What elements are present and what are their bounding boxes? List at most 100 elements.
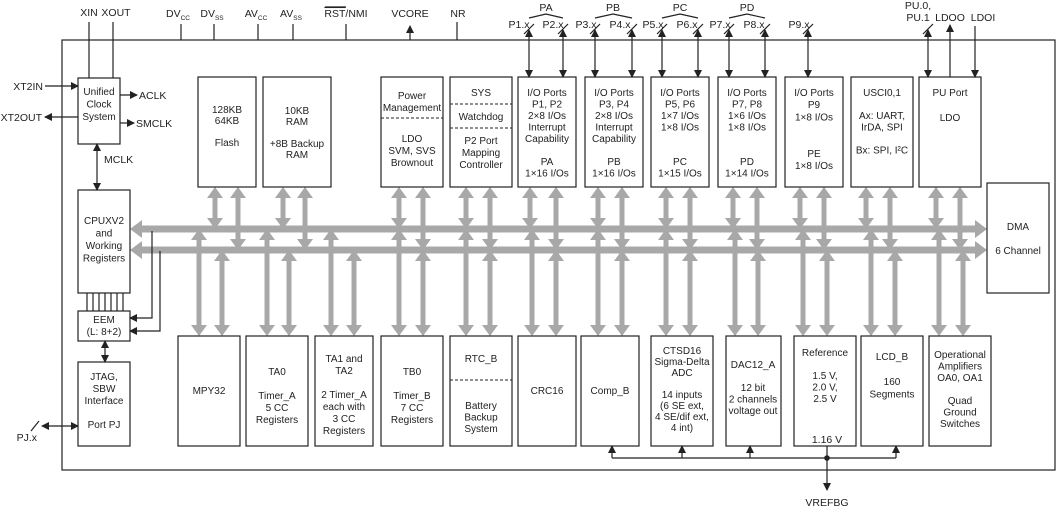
top-connector-lower-5 (614, 187, 630, 250)
pin-avss: AVSS (280, 8, 303, 22)
crc-label: CRC16 (531, 386, 564, 397)
io-pb-block (584, 76, 644, 188)
pin-p7: P7.x (709, 19, 731, 31)
usci-block (850, 76, 914, 188)
watchdog-label: Watchdog (459, 112, 504, 123)
bottom-connector-lower-9 (819, 250, 835, 336)
bottom-connector-lower-8 (750, 250, 766, 336)
top-connector-upper-5 (590, 187, 606, 229)
top-connector-lower-6 (682, 187, 698, 250)
signal-smclk: SMCLK (136, 118, 172, 130)
pin-avcc: AVCC (245, 8, 268, 22)
bottom-connector-upper-9 (795, 229, 811, 336)
bottom-connector-lower-11 (955, 250, 971, 336)
pin-xout: XOUT (101, 7, 131, 19)
top-connector-upper-2 (391, 187, 407, 229)
pmm-block (380, 76, 444, 188)
top-pin-lines (88, 13, 979, 78)
rtc-label: RTC_B (465, 354, 498, 365)
top-connector-upper-8 (792, 187, 808, 229)
bottom-connector-upper-5 (524, 229, 540, 336)
pin-pu1: PU.1 (906, 12, 930, 24)
chip-boundary (61, 39, 1056, 471)
top-connector-upper-0 (207, 187, 223, 229)
bottom-connector-upper-10 (863, 229, 879, 336)
pin-p8: P8.x (743, 19, 765, 31)
pin-pjx: PJ.x (17, 432, 38, 444)
io-pa-block (517, 76, 577, 188)
pin-vcore: VCORE (391, 8, 428, 20)
ref-block (793, 335, 857, 447)
cpu-block (77, 189, 131, 294)
flash-block (197, 76, 257, 188)
io-pc-block (650, 76, 710, 188)
top-connector-lower-7 (749, 187, 765, 250)
usci-label: USCI0,1 Ax: UART,IrDA, SPI Bx: SPI, I²C (856, 88, 908, 157)
bottom-connector-upper-11 (931, 229, 947, 336)
side-lines (30, 82, 900, 491)
ref-label: Reference 1.5 V,2.0 V,2.5 V (802, 348, 849, 405)
ucs-block (77, 77, 121, 145)
bottom-connector-lower-2 (346, 250, 362, 336)
top-connector-lower-0 (230, 187, 246, 250)
bottom-connector-lower-10 (887, 250, 903, 336)
io-pe-block (784, 76, 844, 188)
pin-p4: P4.x (609, 19, 631, 31)
pin-rst-nmi: RST/NMI (324, 8, 367, 20)
ram-block (262, 76, 332, 188)
jtag-block (77, 361, 131, 447)
ta0-block (245, 335, 309, 447)
top-connector-upper-1 (275, 187, 291, 229)
pin-xin: XIN (80, 7, 98, 19)
data-bus (130, 241, 987, 259)
top-connector-upper-4 (522, 187, 538, 229)
pin-vrefbg: VREFBG (805, 497, 848, 509)
bottom-connector-lower-6 (614, 250, 630, 336)
bottom-connector-upper-4 (458, 229, 474, 336)
top-connector-upper-9 (858, 187, 874, 229)
port-pa-label: PA (539, 2, 552, 14)
pin-dvcc: DVCC (166, 8, 190, 22)
bottom-connector-upper-8 (727, 229, 743, 336)
bottom-connector-upper-3 (391, 229, 407, 336)
lcd-block (860, 335, 924, 447)
mpy-block (177, 335, 241, 447)
pin-pu0: PU.0, (905, 0, 931, 12)
comp-block (580, 335, 640, 447)
ta12-block (314, 335, 374, 447)
port-pb-label: PB (606, 2, 620, 14)
bottom-connector-lower-1 (281, 250, 297, 336)
pin-p2: P2.x (542, 19, 564, 31)
bottom-connector-lower-4 (482, 250, 498, 336)
puport-label: PU Port LDO (932, 88, 967, 124)
pin-nr: NR (450, 8, 466, 20)
rtc-block (449, 335, 513, 447)
top-connector-upper-3 (458, 187, 474, 229)
bus-layer (130, 187, 987, 336)
ctsd-block (650, 335, 714, 447)
opamp-block (928, 335, 992, 447)
pin-xt2in: XT2IN (13, 81, 43, 93)
dma-label: DMA 6 Channel (995, 222, 1041, 257)
top-connector-lower-10 (952, 187, 968, 250)
crc-block (517, 335, 577, 447)
signal-aclk: ACLK (139, 90, 166, 102)
block-outlines (77, 76, 1050, 447)
eem-label: EEM(L: 8+2) (87, 315, 122, 338)
bottom-connector-upper-1 (259, 229, 275, 336)
top-connector-upper-10 (928, 187, 944, 229)
pin-labels: XIN XOUT DVCC DVSS AVCC AVSS RST/NMI VCO… (1, 0, 996, 509)
